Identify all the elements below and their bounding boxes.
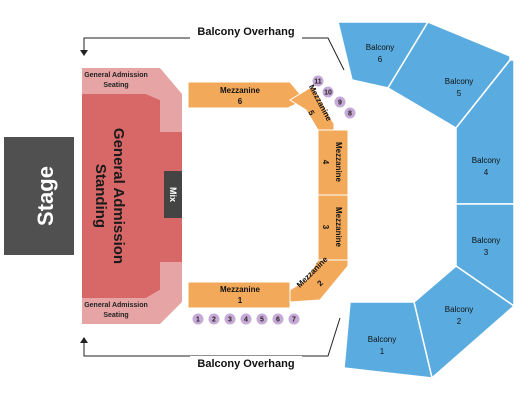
mezzanine-1-number: 1	[238, 296, 243, 305]
balcony-overhang-top-label: Balcony Overhang	[197, 26, 294, 38]
mezzanine-6-number: 6	[238, 97, 243, 106]
balcony-overhang-top-arrow	[80, 50, 88, 56]
ga-standing-line1: General Admission	[110, 128, 127, 264]
ga-seating-bottom[interactable]	[82, 262, 182, 324]
box-5[interactable]	[256, 313, 268, 325]
balcony-3-number: 3	[484, 248, 489, 257]
mezzanine-2[interactable]	[289, 259, 349, 303]
balcony-overhang-top-bg	[190, 24, 302, 40]
box-10-label: 10	[324, 90, 332, 97]
balcony-overhang-bottom-label: Balcony Overhang	[197, 358, 294, 370]
box-4-label: 4	[244, 317, 248, 324]
mezzanine-3-number: 3	[321, 225, 330, 230]
box-9-label: 9	[338, 100, 342, 107]
box-2[interactable]	[208, 313, 220, 325]
box-5-label: 5	[260, 317, 264, 324]
mezzanine-4-name: Mezzanine	[334, 142, 343, 183]
mezzanine-2-number: 2	[315, 278, 325, 288]
balcony-1[interactable]	[343, 301, 433, 379]
box-8[interactable]	[344, 107, 356, 119]
balcony-4[interactable]	[455, 59, 515, 205]
mix-position[interactable]	[164, 171, 182, 218]
box-11-label: 11	[314, 79, 322, 86]
box-6-label: 6	[276, 317, 280, 324]
balcony-1-name: Balcony	[368, 335, 396, 344]
balcony-2-number: 2	[457, 317, 462, 326]
balcony-overhang-top-line	[83, 37, 345, 71]
balcony-overhang-bottom-bg	[190, 356, 302, 372]
stage[interactable]	[4, 137, 74, 255]
box-1-label: 1	[196, 317, 200, 324]
box-4[interactable]	[240, 313, 252, 325]
box-8-label: 8	[348, 111, 352, 118]
ga-seating-top-line2: Seating	[103, 82, 128, 89]
balcony-overhang-bottom-arrow	[80, 337, 88, 343]
mezzanine-1-name: Mezzanine	[220, 285, 261, 294]
box-10[interactable]	[322, 86, 334, 98]
mezzanine-1[interactable]	[187, 281, 291, 309]
ga-standing-line2: Standing	[92, 164, 109, 228]
mezzanine-4[interactable]	[317, 129, 349, 196]
balcony-1-number: 1	[380, 347, 385, 356]
box-2-label: 2	[212, 317, 216, 324]
box-7[interactable]	[288, 313, 300, 325]
box-9[interactable]	[334, 96, 346, 108]
mezzanine-3[interactable]	[317, 194, 349, 261]
box-3-label: 3	[228, 317, 232, 324]
box-11[interactable]	[312, 75, 324, 87]
mezzanine-4-number: 4	[321, 160, 330, 165]
box-3[interactable]	[224, 313, 236, 325]
balcony-6-number: 6	[378, 55, 383, 64]
balcony-4-number: 4	[484, 168, 489, 177]
mezzanine-6-name: Mezzanine	[220, 86, 261, 95]
box-7-label: 7	[292, 317, 296, 324]
balcony-4-name: Balcony	[472, 156, 500, 165]
mix-label: Mix	[168, 187, 178, 202]
stage-label: Stage	[33, 166, 58, 226]
balcony-5-number: 5	[457, 89, 462, 98]
balcony-3-name: Balcony	[472, 236, 500, 245]
balcony-2-name: Balcony	[445, 305, 473, 314]
mezzanine-5-number: 5	[306, 109, 316, 118]
ga-seating-top-line1: General Admission	[84, 72, 148, 79]
balcony-5-name: Balcony	[445, 77, 473, 86]
box-1[interactable]	[192, 313, 204, 325]
balcony-6-name: Balcony	[366, 43, 394, 52]
ga-standing[interactable]	[82, 94, 182, 298]
ga-seating-bottom-line2: Seating	[103, 312, 128, 319]
box-6[interactable]	[272, 313, 284, 325]
ga-seating-top[interactable]	[82, 68, 182, 132]
mezzanine-3-name: Mezzanine	[334, 207, 343, 248]
ga-seating-bottom-line1: General Admission	[84, 302, 148, 309]
